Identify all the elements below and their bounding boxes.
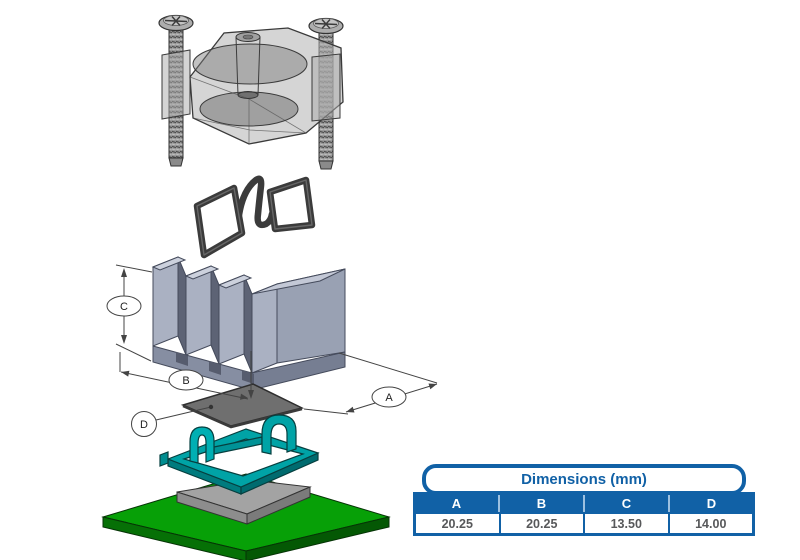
dimension-label-b: B	[168, 369, 204, 391]
table-header-d: D	[706, 495, 717, 511]
transparent-housing	[161, 27, 344, 145]
table-header-c: C	[585, 494, 670, 512]
heatsink	[151, 256, 346, 391]
dimensions-table-value-row: 20.25 20.25 13.50 14.00	[413, 514, 755, 536]
dimension-label-d: D	[131, 411, 157, 437]
table-value-c: 13.50	[585, 514, 670, 533]
table-value-d: 14.00	[695, 516, 727, 531]
table-value-b: 20.25	[501, 514, 585, 533]
dimensions-table-title: Dimensions (mm)	[422, 464, 746, 495]
table-header-a: A	[415, 494, 500, 512]
svg-text:B: B	[182, 375, 189, 387]
svg-text:A: A	[385, 392, 393, 404]
svg-text:C: C	[120, 301, 128, 313]
dimension-annotations: C B A D	[106, 264, 438, 437]
dimension-label-c: C	[106, 295, 142, 317]
svg-text:D: D	[140, 419, 148, 431]
table-header-b: B	[500, 494, 585, 512]
dimensions-table: Dimensions (mm) A B C D 20.25 20.25 13.5…	[413, 464, 755, 536]
wire-clip	[193, 175, 316, 259]
table-value-a: 20.25	[416, 514, 501, 533]
chip-package	[176, 479, 312, 525]
dimension-label-a: A	[371, 386, 407, 408]
dimensions-table-header-row: A B C D	[413, 492, 755, 514]
retention-frame	[159, 414, 320, 495]
